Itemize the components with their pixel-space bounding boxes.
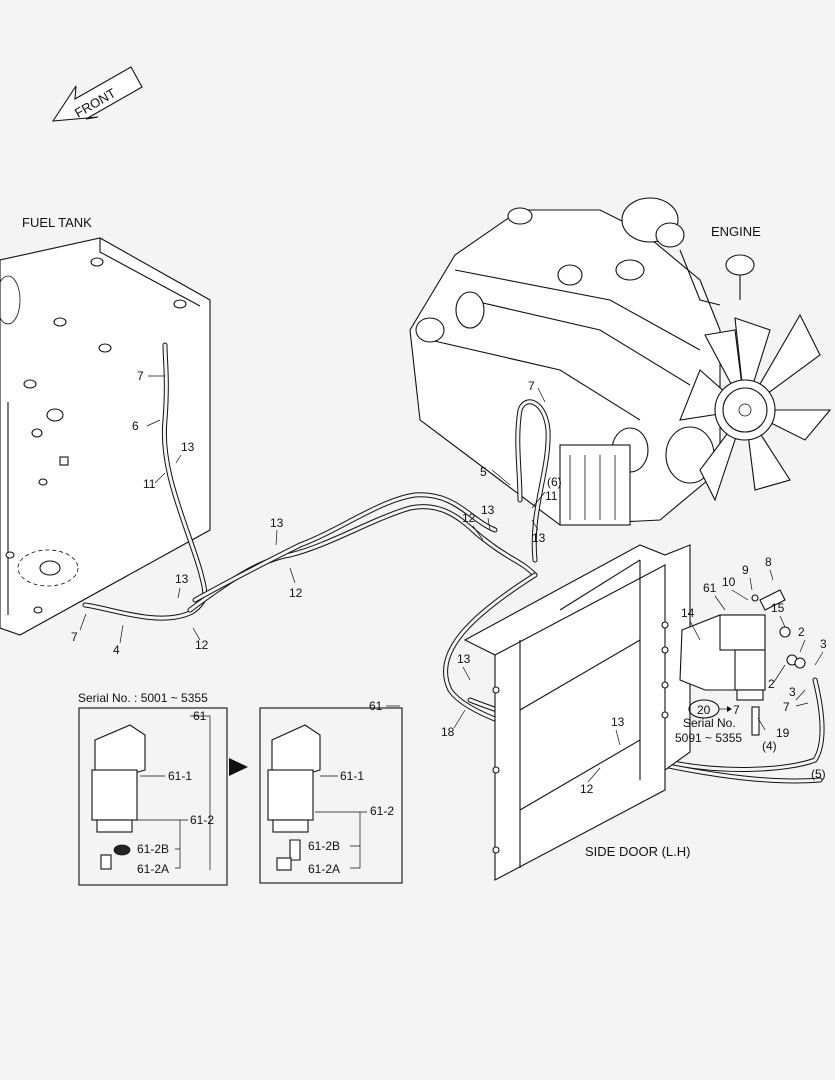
inset-left-label-61-2A: 61-2A	[137, 862, 169, 876]
serial-note-item: 7	[733, 703, 740, 717]
inset-left-frame	[78, 707, 228, 886]
callout: 12	[580, 782, 594, 796]
inset-left-serial: Serial No. : 5001 ~ 5355	[78, 691, 208, 705]
fuel-filter-assembly	[679, 589, 806, 736]
side-door-frame	[463, 544, 691, 881]
callout: 3	[820, 637, 827, 651]
front-arrow-icon: FRONT	[51, 66, 143, 122]
callout: 7	[137, 369, 144, 383]
callout: 14	[681, 606, 695, 620]
inset-left-filter	[91, 724, 146, 870]
inset-left-label-61-2B: 61-2B	[137, 842, 169, 856]
callout: 4	[113, 643, 120, 657]
inset-right-label-61-2A: 61-2A	[308, 862, 340, 876]
inset-arrow-icon	[229, 758, 248, 776]
callout: 2	[798, 625, 805, 639]
inset-right-frame	[259, 707, 403, 884]
callout: (4)	[762, 739, 777, 753]
callout: 12	[462, 511, 476, 525]
inset-right-label-61-2B: 61-2B	[308, 839, 340, 853]
callout: 6	[132, 419, 139, 433]
callout: 18	[441, 725, 455, 739]
callout: 8	[765, 555, 772, 569]
callout: 13	[457, 652, 471, 666]
callout: (5)	[811, 767, 826, 781]
callout: 7	[71, 630, 78, 644]
inset-right-filter	[267, 724, 321, 871]
serial-note-line1: Serial No.	[683, 716, 736, 730]
callout: 7	[783, 700, 790, 714]
callout: 13	[181, 440, 195, 454]
callout: 11	[143, 477, 156, 491]
fuel-tank-caption: FUEL TANK	[22, 215, 92, 230]
engine-drawing	[409, 197, 832, 526]
callouts: 7 6 13 11 7 4 13 12 13 12 12 13 11 13 5 …	[71, 369, 827, 796]
callout: 13	[481, 503, 495, 517]
inset-right-label-61-2: 61-2	[370, 804, 394, 818]
callout: 13	[270, 516, 284, 530]
callout: 11	[545, 489, 558, 503]
inset-right-label-61-1: 61-1	[340, 769, 364, 783]
callout: 13	[611, 715, 625, 729]
callout: 5	[480, 465, 487, 479]
callout: 13	[175, 572, 189, 586]
callout: 2	[768, 677, 775, 691]
callout: (6)	[547, 475, 562, 489]
fuel-tank-drawing	[0, 237, 211, 636]
callout: 12	[195, 638, 209, 652]
callout: 3	[789, 685, 796, 699]
inset-right-label-61: 61	[369, 699, 383, 713]
callout: 15	[771, 601, 785, 615]
serial-note-circled: 20	[697, 703, 711, 717]
callout: 9	[742, 563, 749, 577]
callout: 61	[703, 581, 717, 595]
side-door-caption: SIDE DOOR (L.H)	[585, 844, 690, 859]
engine-caption: ENGINE	[711, 224, 761, 239]
leader-lines	[79, 375, 824, 783]
callout: 13	[532, 531, 546, 545]
callout: 19	[776, 726, 790, 740]
callout: 12	[289, 586, 303, 600]
callout: 7	[528, 379, 535, 393]
callout: 10	[722, 575, 736, 589]
inset-left-label-61-1: 61-1	[168, 769, 192, 783]
inset-left-label-61-2: 61-2	[190, 813, 214, 827]
serial-note-line2: 5091 ~ 5355	[675, 731, 742, 745]
